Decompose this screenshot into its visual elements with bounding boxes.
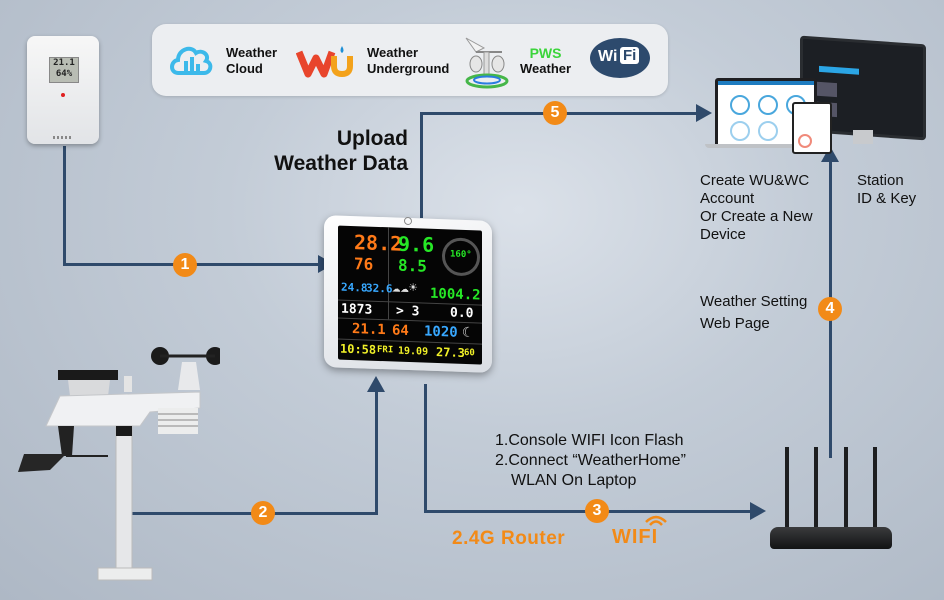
- rain-value: 0.0: [450, 305, 474, 322]
- upload-label: Upload Weather Data: [250, 126, 408, 176]
- pressure: 1004.2: [430, 285, 481, 304]
- step3-notes-line3: WLAN On Laptop: [511, 472, 637, 489]
- account-label-line1: Create WU&WC: [700, 172, 810, 189]
- indoor-humidity: 64: [392, 322, 409, 340]
- sensor-vent: [53, 136, 73, 139]
- console-wifi-indicator-icon: [404, 216, 412, 226]
- laptop-base: [705, 144, 823, 148]
- wind-average: 8.5: [398, 255, 427, 276]
- station-label-line2: ID & Key: [857, 190, 917, 207]
- moon-phase-icon: ☾: [462, 324, 471, 342]
- wifi-logo-icon: Wi Fi: [590, 38, 650, 78]
- wu-logo-icon: [296, 46, 353, 78]
- indoor-sensor: 21.1 64%: [27, 36, 99, 144]
- wind-direction: 160°: [450, 249, 472, 261]
- step-badge-2: 2: [251, 501, 275, 525]
- flow-line-2-vertical: [375, 390, 378, 515]
- monitor-ui-thumb: [817, 81, 837, 98]
- pws-line1: PWS: [529, 45, 562, 61]
- step-badge-3: 3: [585, 499, 609, 523]
- flow-line-3-vertical: [424, 384, 427, 512]
- step-badge-5: 5: [543, 101, 567, 125]
- indoor-temp: 21.1: [352, 321, 386, 339]
- display-console: 28.2 76 24.8 32.6 9.6 8.5 160° ☁☁☀ 1004.…: [324, 215, 492, 373]
- pws-line2: Weather: [520, 61, 572, 76]
- step3-notes-line1: 1.Console WIFI Icon Flash: [495, 432, 684, 449]
- step4-label-line2: Web Page: [700, 315, 770, 332]
- account-label-line3: Or Create a New: [700, 208, 813, 225]
- weather-cloud-label: Weather Cloud: [226, 45, 277, 77]
- account-label-line2: Account: [700, 190, 755, 207]
- router-antenna: [785, 447, 789, 531]
- clock-date: 19.09: [398, 345, 429, 358]
- flow-line-5-vertical: [420, 112, 423, 218]
- weather-cloud-line1: Weather: [226, 45, 278, 60]
- step-badge-4: 4: [818, 297, 842, 321]
- outdoor-humidity: 76: [354, 254, 374, 274]
- account-label: Create WU&WC Account Or Create a New Dev…: [700, 172, 813, 244]
- step4-label: Weather Setting Web Page: [700, 291, 807, 335]
- phone: [792, 102, 832, 154]
- sensor-led: [61, 93, 65, 97]
- step3-notes-line2: 2.Connect “WeatherHome”: [495, 452, 686, 469]
- arrow-up-icon: [367, 376, 385, 392]
- flow-line-1-vertical: [63, 146, 66, 265]
- upload-label-line1: Upload: [336, 127, 408, 150]
- clock-time: 10:58: [340, 341, 377, 357]
- sensor-temp: 21.1: [53, 58, 75, 68]
- wind-speed: 9.6: [398, 231, 435, 257]
- clock-day: FRI: [377, 344, 394, 356]
- pws-anemometer-icon: [465, 37, 509, 89]
- wifi-logo-left: Wi: [598, 48, 618, 65]
- wifi-logo-right: Fi: [620, 47, 640, 64]
- channel-temp: 27.3: [436, 344, 465, 360]
- upload-label-line2: Weather Data: [274, 152, 408, 175]
- feels-like: 32.6: [366, 281, 393, 296]
- dew-point: 24.8: [341, 280, 368, 295]
- console-screen: 28.2 76 24.8 32.6 9.6 8.5 160° ☁☁☀ 1004.…: [338, 225, 482, 365]
- wind-compass-icon: 160°: [442, 237, 480, 277]
- station-label: Station ID & Key: [857, 172, 916, 208]
- station-label-line1: Station: [857, 172, 904, 189]
- step-badge-1: 1: [173, 253, 197, 277]
- router-antenna: [844, 447, 848, 531]
- channel-humidity: 60: [464, 347, 475, 359]
- sensor-humidity: 64%: [55, 69, 73, 79]
- weather-forecast-icon: ☁☁☀: [392, 279, 418, 297]
- wu-line2: Underground: [367, 61, 450, 76]
- light-value: 1873: [341, 301, 373, 318]
- weather-cloud-icon: [170, 46, 213, 75]
- arrow-right-icon: [750, 502, 766, 520]
- wifi-label: WIFI: [612, 526, 659, 548]
- router-label: 2.4G Router: [452, 528, 566, 549]
- services-banner: Weather Cloud Weather Underground PWS We…: [152, 24, 668, 96]
- monitor-stand: [853, 130, 873, 144]
- wu-line1: Weather: [367, 45, 419, 60]
- router-antenna: [873, 447, 877, 531]
- sensor-lcd: 21.1 64%: [49, 57, 79, 83]
- pws-label: PWS Weather: [520, 45, 571, 77]
- weather-cloud-line2: Cloud: [226, 61, 263, 76]
- arrow-right-icon: [696, 104, 712, 122]
- step4-label-line1: Weather Setting: [700, 293, 808, 310]
- step3-notes: 1.Console WIFI Icon Flash 2.Connect “Wea…: [495, 431, 686, 491]
- indoor-pressure: 1020: [424, 323, 458, 341]
- wifi-signal-icon: [645, 515, 667, 526]
- account-label-line4: Device: [700, 226, 746, 243]
- router-antenna: [814, 447, 818, 531]
- wifi-router-icon: [770, 527, 892, 549]
- outdoor-weather-station-icon: [18, 347, 220, 581]
- uv-value: > 3: [396, 303, 420, 320]
- monitor-ui-bar: [819, 65, 859, 75]
- wu-label: Weather Underground: [367, 45, 449, 77]
- outdoor-temp: 28.2: [354, 230, 403, 256]
